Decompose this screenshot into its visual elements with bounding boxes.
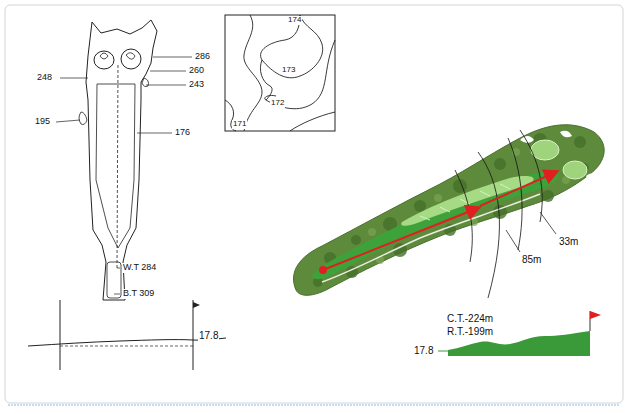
- contour-label: 174: [287, 16, 302, 25]
- tee-distance-label: R.T.-199m: [446, 326, 494, 337]
- tee-label: B.T 309: [122, 289, 155, 299]
- elevation-label: 176: [174, 128, 191, 138]
- elevation-label: 243: [188, 80, 205, 90]
- contour-label: 171: [232, 120, 247, 129]
- elevation-label: 17.8: [198, 330, 219, 341]
- contour-label: 172: [270, 99, 285, 108]
- elevation-label: 248: [36, 73, 53, 83]
- tee-distance-label: C.T.-224m: [446, 313, 494, 324]
- distance-label: 33m: [558, 236, 579, 247]
- elevation-label: 286: [194, 52, 211, 62]
- elevation-label: 17.8: [413, 345, 434, 356]
- elevation-label: 260: [188, 66, 205, 76]
- distance-label: 85m: [521, 254, 542, 265]
- tee-label: W.T 284: [122, 263, 157, 273]
- elevation-label: 195: [34, 117, 51, 127]
- contour-label: 173: [281, 66, 296, 75]
